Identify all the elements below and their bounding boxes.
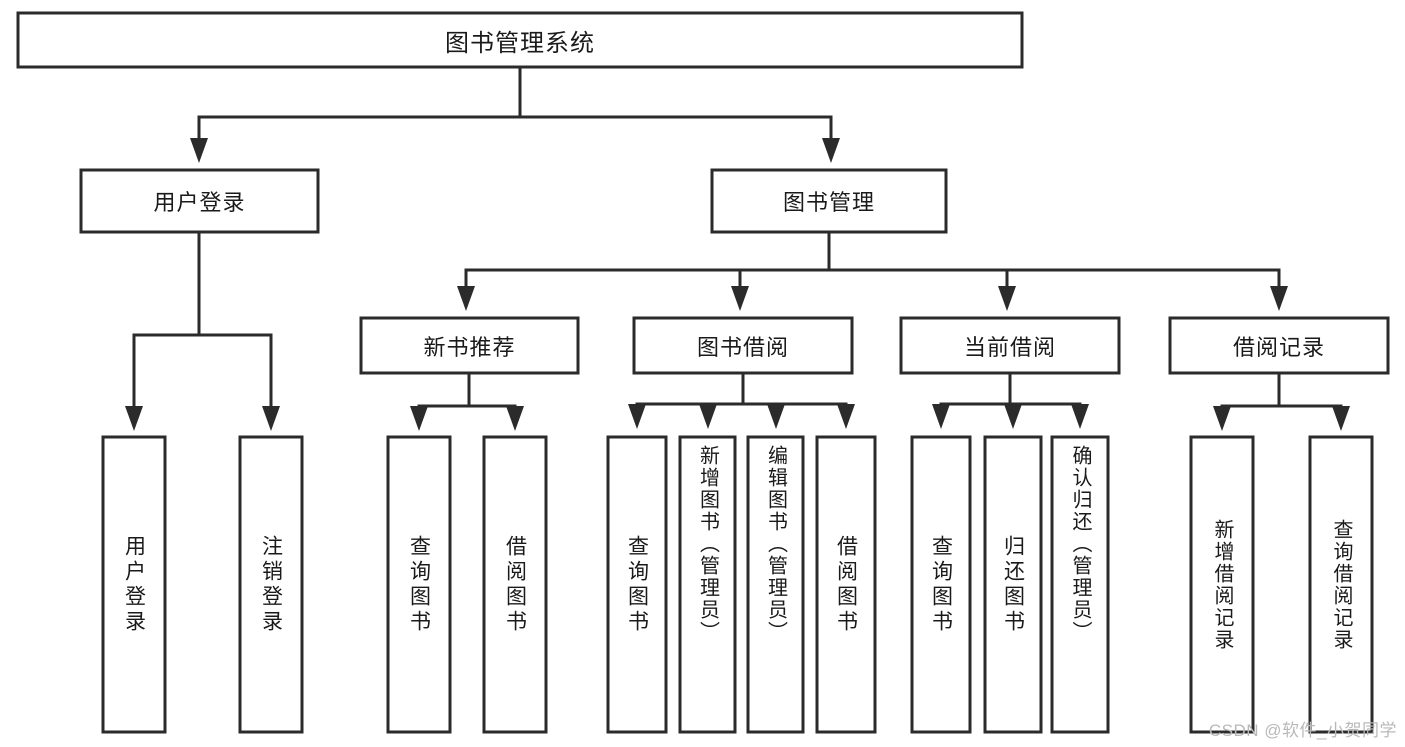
arrow-head-leaf-query-book-cur [932, 404, 950, 429]
arrow-head-leaf-borrow-book-bor [837, 404, 855, 429]
edge-group-userlogin-to-leaves [125, 230, 280, 431]
node-box-leaf-user-login[interactable] [101, 435, 167, 734]
node-box-leaf-return-book[interactable] [983, 435, 1043, 734]
node-box-current-borrow[interactable] [899, 316, 1121, 375]
arrow-head-leaf-edit-book [767, 404, 785, 429]
arrow-head-leaf-user-logout [262, 406, 280, 431]
node-box-book-borrow[interactable] [632, 316, 854, 375]
arrow-head-leaf-add-book [699, 404, 717, 429]
arrow-head-leaf-return-book [1004, 404, 1022, 429]
arrow-head-leaf-add-record [1213, 406, 1231, 431]
arrow-head-leaf-user-login [125, 406, 143, 431]
edge-group-borrowrecord-to-leaves [1213, 371, 1350, 431]
arrow-head-borrow-record [1270, 286, 1288, 311]
node-box-borrow-record[interactable] [1168, 316, 1390, 375]
arrow-head-current-borrow [998, 286, 1016, 311]
node-box-leaf-query-book-cur[interactable] [910, 435, 972, 734]
node-box-leaf-query-record[interactable] [1308, 435, 1374, 734]
node-box-new-book-rec[interactable] [359, 316, 580, 375]
edge-group-newbookrec-to-leaves [410, 371, 524, 431]
node-box-book-manage[interactable] [710, 168, 948, 234]
node-box-leaf-query-book-bor[interactable] [606, 435, 668, 734]
arrow-head-user-login [190, 138, 208, 163]
node-box-user-login[interactable] [79, 168, 320, 234]
edge-group-currentborrow-to-leaves [932, 371, 1089, 429]
arrow-head-book-borrow [731, 286, 749, 311]
node-box-leaf-borrow-book-bor[interactable] [815, 435, 877, 734]
node-box-leaf-confirm-return[interactable] [1050, 435, 1110, 734]
node-box-leaf-query-book-rec[interactable] [386, 435, 452, 734]
arrow-head-leaf-query-book-bor [628, 404, 646, 429]
node-box-root[interactable] [16, 11, 1024, 69]
node-box-leaf-user-logout[interactable] [238, 435, 304, 734]
arrow-head-leaf-query-record [1332, 406, 1350, 431]
edge-group-bookborrow-to-leaves [628, 371, 855, 429]
node-box-leaf-borrow-book-rec[interactable] [482, 435, 548, 734]
node-box-leaf-edit-book[interactable] [746, 435, 805, 734]
node-box-leaf-add-book[interactable] [678, 435, 737, 734]
edge-group-bookmanage-to-level3 [457, 230, 1288, 311]
node-box-leaf-add-record[interactable] [1189, 435, 1255, 734]
arrow-head-leaf-query-book-rec [410, 406, 428, 431]
arrow-head-leaf-confirm-return [1071, 404, 1089, 429]
edge-group-root-to-level2 [190, 65, 840, 163]
arrow-head-leaf-borrow-book-rec [506, 406, 524, 431]
arrow-head-book-manage [822, 138, 840, 163]
arrow-head-new-book-rec [457, 286, 475, 311]
